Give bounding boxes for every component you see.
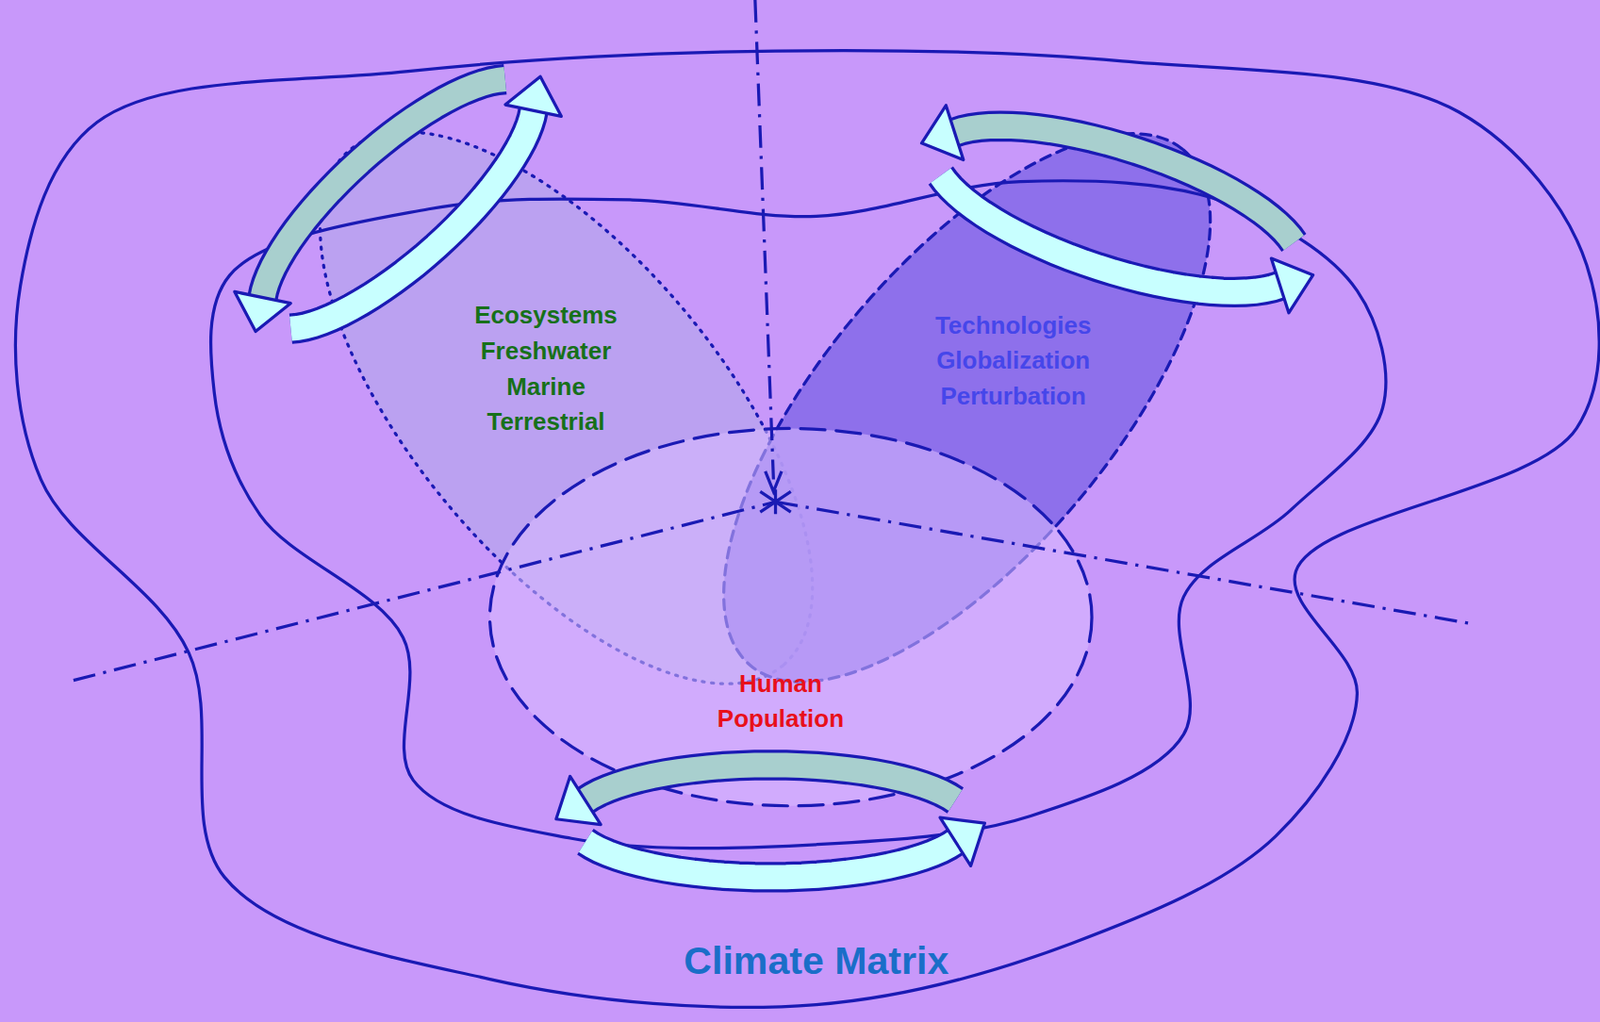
ribbon-edge — [940, 175, 1281, 293]
right-axis — [775, 501, 1475, 625]
ribbon-arrowhead — [556, 775, 601, 825]
ribbon-arrowhead — [1270, 258, 1313, 314]
group-label: Human Population — [717, 666, 844, 738]
cycle-ribbon — [234, 76, 561, 331]
hub-star — [759, 489, 791, 514]
vertical-axis — [755, 0, 774, 479]
ribbon-band — [290, 110, 533, 330]
ribbon-edge — [263, 79, 506, 298]
ribbon-edge — [585, 764, 956, 801]
ribbon-arrowhead — [940, 817, 985, 866]
cycle-ribbon — [922, 105, 1314, 314]
ribbon-band — [585, 841, 956, 878]
group-label: Technologies Globalization Perturbation — [935, 308, 1091, 415]
ribbon-band — [263, 79, 506, 298]
left-axis — [73, 501, 776, 680]
ribbon-edge — [290, 110, 533, 330]
ribbon-arrowhead — [505, 76, 561, 116]
group-label: Ecosystems Freshwater Marine Terrestrial — [474, 297, 618, 441]
ribbon-band — [940, 175, 1281, 293]
ribbon-edge — [585, 841, 956, 878]
ellipse-shape — [489, 428, 1092, 806]
region-title: Climate Matrix — [683, 933, 949, 990]
outer-climate-outline — [15, 50, 1600, 1008]
ribbon-arrowhead — [234, 291, 291, 331]
ribbon-band — [585, 764, 956, 801]
ribbon-arrowhead — [922, 105, 964, 161]
axis-arrowhead — [765, 471, 782, 493]
cycle-ribbon — [556, 764, 986, 877]
